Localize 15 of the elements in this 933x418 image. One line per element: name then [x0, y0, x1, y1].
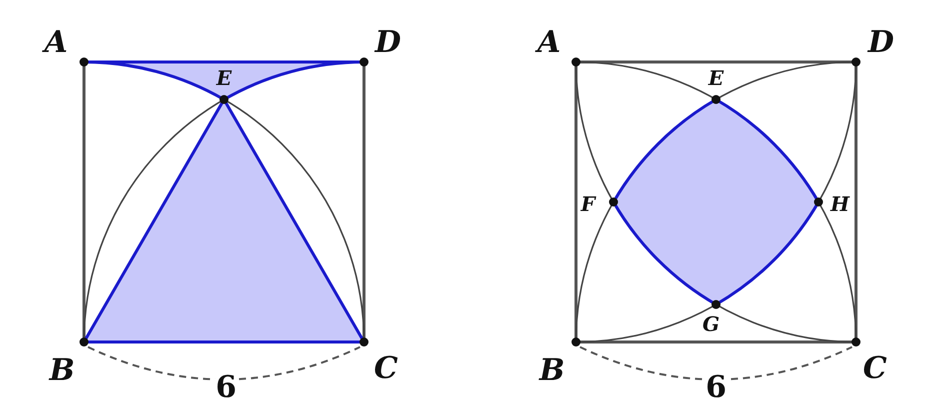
point-label: A — [44, 25, 68, 60]
point-label: E — [216, 66, 232, 90]
point-label: G — [702, 312, 720, 336]
point-label: F — [580, 192, 596, 216]
point-label: B — [49, 353, 75, 388]
point-label: D — [868, 25, 894, 60]
point-label: H — [830, 192, 850, 216]
dimension-label: 6 — [216, 370, 236, 405]
point-label: C — [374, 351, 398, 386]
dimension-label: 6 — [706, 370, 726, 405]
point-label: A — [537, 25, 561, 60]
point-label: D — [375, 25, 401, 60]
point-label: C — [863, 351, 887, 386]
point-label: B — [539, 353, 565, 388]
point-label: E — [708, 66, 724, 90]
